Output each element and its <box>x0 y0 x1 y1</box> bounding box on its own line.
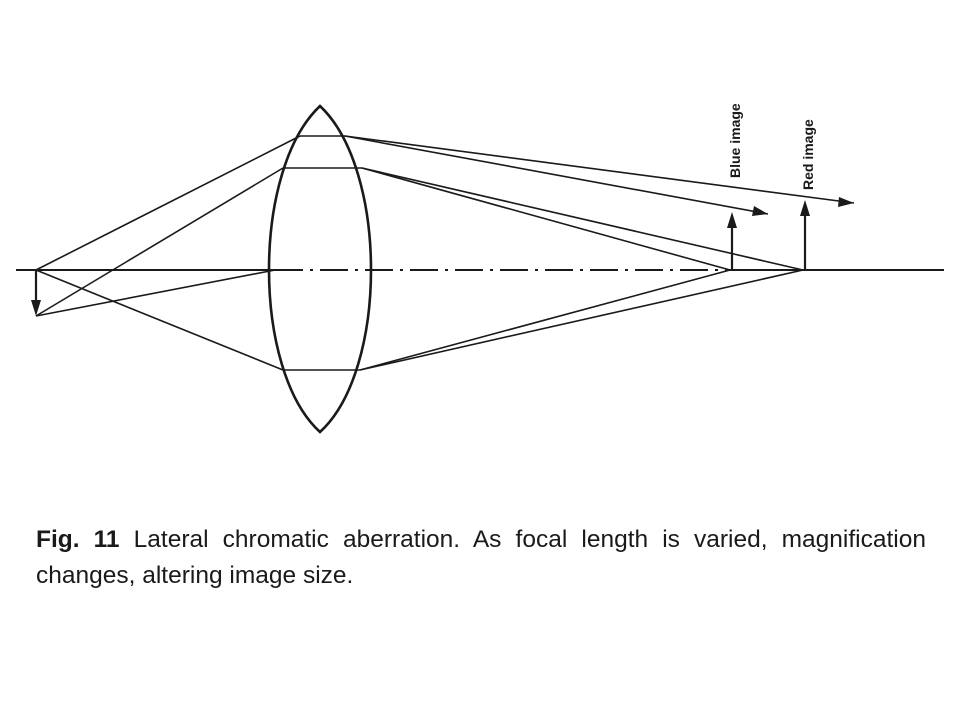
red-image-label: Red image <box>800 119 816 190</box>
red-image-arrow <box>800 200 810 270</box>
caption-text: Lateral chromatic aberration. As focal l… <box>36 526 927 589</box>
lateral-chromatic-aberration-diagram: Blue image Red image <box>16 103 944 434</box>
convex-lens <box>267 104 373 434</box>
blue-ray-arrowhead <box>752 206 768 216</box>
blue-image-arrow <box>727 212 737 270</box>
red-ray-arrowhead <box>838 197 854 207</box>
figure-prefix: Fig. <box>36 526 80 553</box>
refracted-rays <box>344 135 855 371</box>
incident-rays <box>35 135 301 371</box>
figure-caption: Fig. 11 Lateral chromatic aberration. As… <box>36 522 926 594</box>
figure-number: 11 <box>93 526 120 553</box>
object-arrow <box>31 270 41 316</box>
blue-image-label: Blue image <box>727 103 743 178</box>
